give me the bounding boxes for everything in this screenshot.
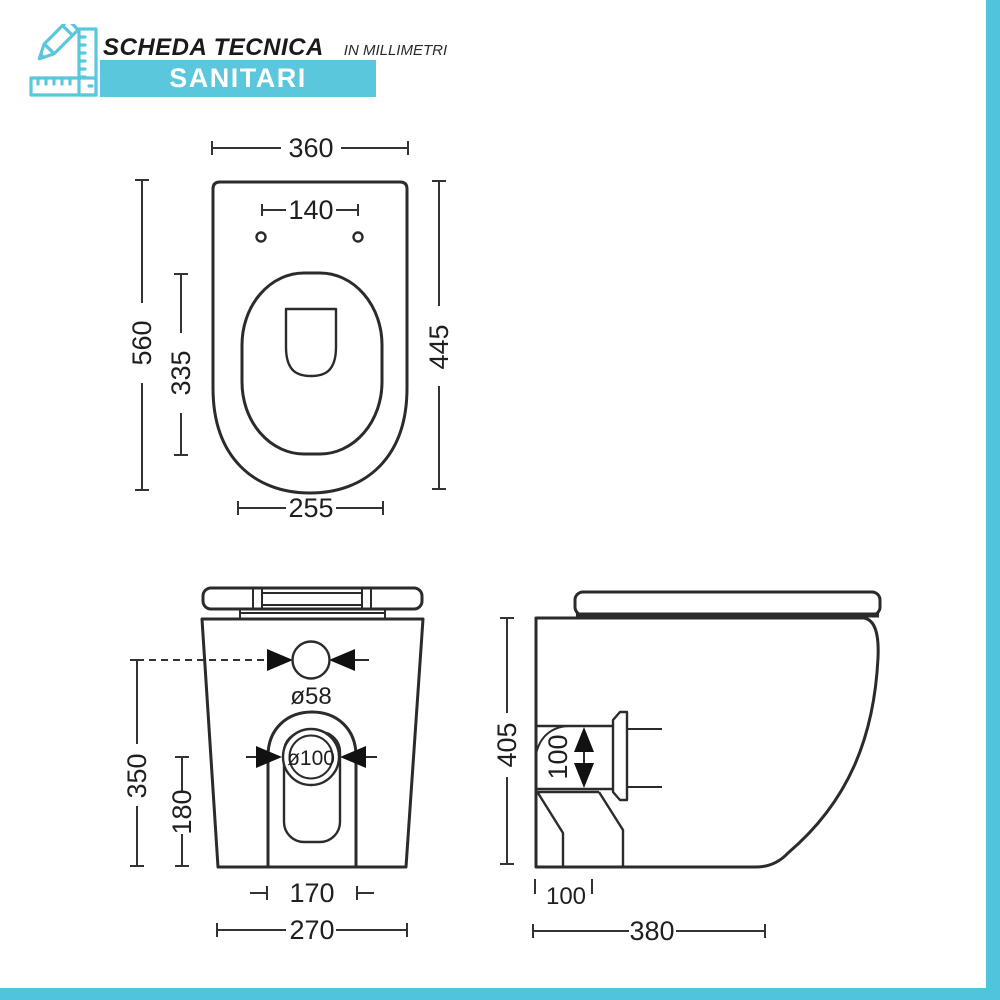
- arrow-left-icon: [256, 746, 282, 768]
- drain-hole-inner: [288, 734, 334, 780]
- flush-outlet-outline: [284, 307, 338, 378]
- trap-hidden-line: [536, 792, 565, 867]
- dim-base-width: 270: [216, 915, 408, 945]
- top-view-drawing: 360 140 560 335: [127, 133, 454, 523]
- mounting-hole-left: [255, 231, 267, 243]
- dim-label: 360: [288, 133, 333, 163]
- pencil-icon: [37, 24, 79, 61]
- dim-bottom-offset: 100: [534, 879, 593, 910]
- body-outline: [200, 617, 425, 869]
- drain-hole-outer: [281, 727, 341, 787]
- dim-front-width: 255: [237, 493, 384, 523]
- right-edge-bar: [986, 0, 1000, 1000]
- dim-label: 335: [166, 350, 196, 395]
- arrow-left-icon: [267, 649, 293, 671]
- dim-label: 560: [127, 320, 157, 365]
- arrow-down-icon: [574, 763, 594, 788]
- trap-hidden-line: [597, 791, 625, 867]
- dim-outlet-height: 180: [167, 756, 197, 867]
- page-title: SCHEDA TECNICA: [103, 34, 324, 61]
- dim-label: 180: [167, 789, 197, 834]
- dim-overall-width: 360: [211, 133, 409, 163]
- unit-note: IN MILLIMETRI: [343, 42, 448, 59]
- dim-seat-opening-length: 335: [166, 273, 196, 456]
- dim-label: 350: [122, 753, 152, 798]
- seat-lid-edge: [573, 590, 882, 617]
- body-outline: [534, 616, 880, 869]
- ruler-pencil-icon: [29, 24, 98, 97]
- arrow-up-icon: [574, 727, 594, 752]
- bottom-edge-bar: [0, 988, 1000, 1000]
- drain-arch-outline: [266, 710, 358, 867]
- side-view-drawing: 100 405 100 380: [492, 590, 882, 946]
- seat-opening-outline: [240, 271, 384, 456]
- header: SCHEDA TECNICA IN MILLIMETRI: [103, 34, 447, 62]
- dim-outlet-diameter: ø100: [287, 747, 335, 770]
- dim-overall-depth: 560: [127, 179, 157, 491]
- dim-base-depth: 380: [532, 916, 766, 946]
- dim-label: 170: [289, 878, 334, 908]
- dim-outlet-width: 170: [250, 878, 374, 908]
- arrow-right-icon: [329, 649, 355, 671]
- dim-label: 100: [546, 883, 586, 910]
- dim-outlet-bore: 100: [543, 734, 573, 779]
- category-banner: SANITARI: [100, 60, 376, 97]
- seat-lid-edge: [201, 586, 424, 611]
- rear-view-drawing: ø58 ø100 350 180: [122, 586, 425, 945]
- dim-label: 380: [629, 916, 674, 946]
- dim-label: 405: [492, 722, 522, 767]
- dim-hole-spacing: 140: [261, 195, 359, 225]
- dim-label: 140: [288, 195, 333, 225]
- dim-inlet-diameter: ø58: [290, 683, 331, 710]
- outlet-fillet: [535, 725, 569, 755]
- arrow-right-icon: [340, 746, 366, 768]
- dim-label: 445: [424, 324, 454, 369]
- dim-label: 270: [289, 915, 334, 945]
- dim-body-depth: 445: [424, 180, 454, 490]
- water-inlet-hole: [291, 640, 331, 680]
- dim-overall-height: 405: [492, 617, 522, 865]
- toilet-body-outline: [211, 180, 409, 495]
- dim-label: 255: [288, 493, 333, 523]
- mounting-hole-right: [352, 231, 364, 243]
- dim-inlet-height: 350: [122, 659, 152, 867]
- outlet-flange: [611, 710, 629, 802]
